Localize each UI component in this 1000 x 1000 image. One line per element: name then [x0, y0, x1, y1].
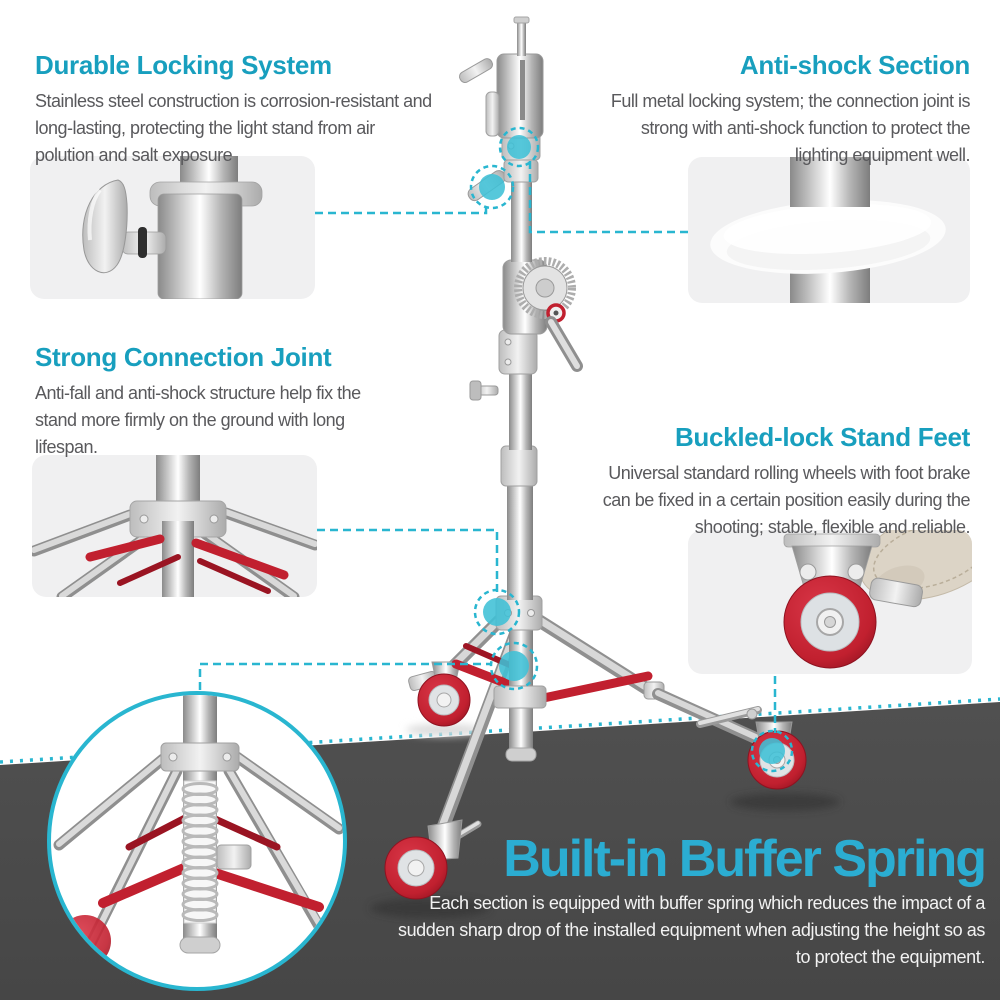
spring-marker-dot: [499, 651, 529, 681]
buffer-spring-circle-inset: [47, 691, 347, 991]
coil-spring: [181, 782, 219, 922]
joint-marker-dot: [483, 598, 511, 626]
feature-markers: [469, 126, 794, 773]
callout-body-line: strong with anti-shock function to prote…: [640, 118, 971, 138]
locking-knob-illustration: [82, 156, 263, 299]
callout-title-large: Built-in Buffer Spring: [503, 830, 987, 888]
callout-body-line: stand more firmly on the ground with lon…: [35, 410, 345, 430]
joint-focus-ring: [473, 588, 521, 636]
callout-body-line: Universal standard rolling wheels with f…: [608, 463, 970, 483]
callout-body-line: shooting; stable, flexible and reliable.: [694, 517, 971, 537]
callout-body-line: long-lasting, protecting the light stand…: [35, 118, 375, 138]
callout-anti-shock: Anti-shock Section Full metal locking sy…: [610, 50, 971, 169]
wheel-marker-dot: [759, 738, 785, 764]
callout-buffer-spring: Built-in Buffer Spring Each section is e…: [397, 828, 987, 971]
caster-wheel-left: [408, 661, 471, 727]
anti-shock-ring-illustration: [710, 157, 946, 303]
connection-joint-inset-photo: [32, 455, 317, 597]
caster-wheel-front: [384, 819, 482, 900]
leader-antishock: [528, 161, 688, 234]
callout-title: Durable Locking System: [35, 50, 332, 80]
stand-column: [469, 329, 547, 762]
leader-durable: [315, 205, 488, 215]
callout-stand-feet: Buckled-lock Stand Feet Universal standa…: [602, 422, 971, 541]
callout-connection-joint: Strong Connection Joint Anti-fall and an…: [35, 342, 361, 461]
crank-mechanism: [502, 257, 583, 372]
spring-focus-ring: [489, 641, 539, 691]
callout-title: Anti-shock Section: [739, 50, 970, 80]
floor-edge-dotted-line: [0, 697, 1000, 764]
callout-body-line: can be fixed in a certain position easil…: [602, 490, 971, 510]
callout-body-line: lifespan.: [35, 437, 98, 457]
leader-spring: [198, 662, 492, 690]
connection-joint-illustration: [32, 455, 317, 597]
lock-lever-marker-dot: [479, 174, 505, 200]
anti-shock-focus-ring: [498, 126, 540, 168]
caster-wheel-illustration: [783, 530, 972, 669]
lock-lever-focus-ring: [469, 164, 515, 210]
callout-body-line: Anti-fall and anti-shock structure help …: [35, 383, 361, 403]
leader-connection: [317, 528, 499, 592]
caster-wheel-inset-photo: [688, 530, 972, 674]
callout-durable-locking: Durable Locking System Stainless steel c…: [35, 50, 432, 169]
callout-title: Buckled-lock Stand Feet: [674, 422, 970, 452]
callout-body-line: to protect the equipment.: [795, 947, 986, 967]
anti-shock-marker-dot: [507, 135, 531, 159]
callout-body-line: polution and salt exposure: [35, 145, 233, 165]
callout-body-line: Stainless steel construction is corrosio…: [35, 91, 432, 111]
wheel-focus-ring: [750, 729, 794, 773]
callout-body-line: sudden sharp drop of the installed equip…: [397, 920, 985, 940]
callout-body-line: lighting equipment well.: [794, 145, 971, 165]
callout-body-line: Full metal locking system; the connectio…: [610, 91, 971, 111]
anti-shock-ring-inset-photo: [688, 157, 970, 303]
callout-body-line: Each section is equipped with buffer spr…: [429, 893, 985, 913]
callout-title: Strong Connection Joint: [35, 342, 332, 372]
top-spigot: [517, 20, 526, 56]
locking-knob-inset-photo: [30, 156, 315, 299]
buffer-spring-illustration: [53, 695, 343, 969]
